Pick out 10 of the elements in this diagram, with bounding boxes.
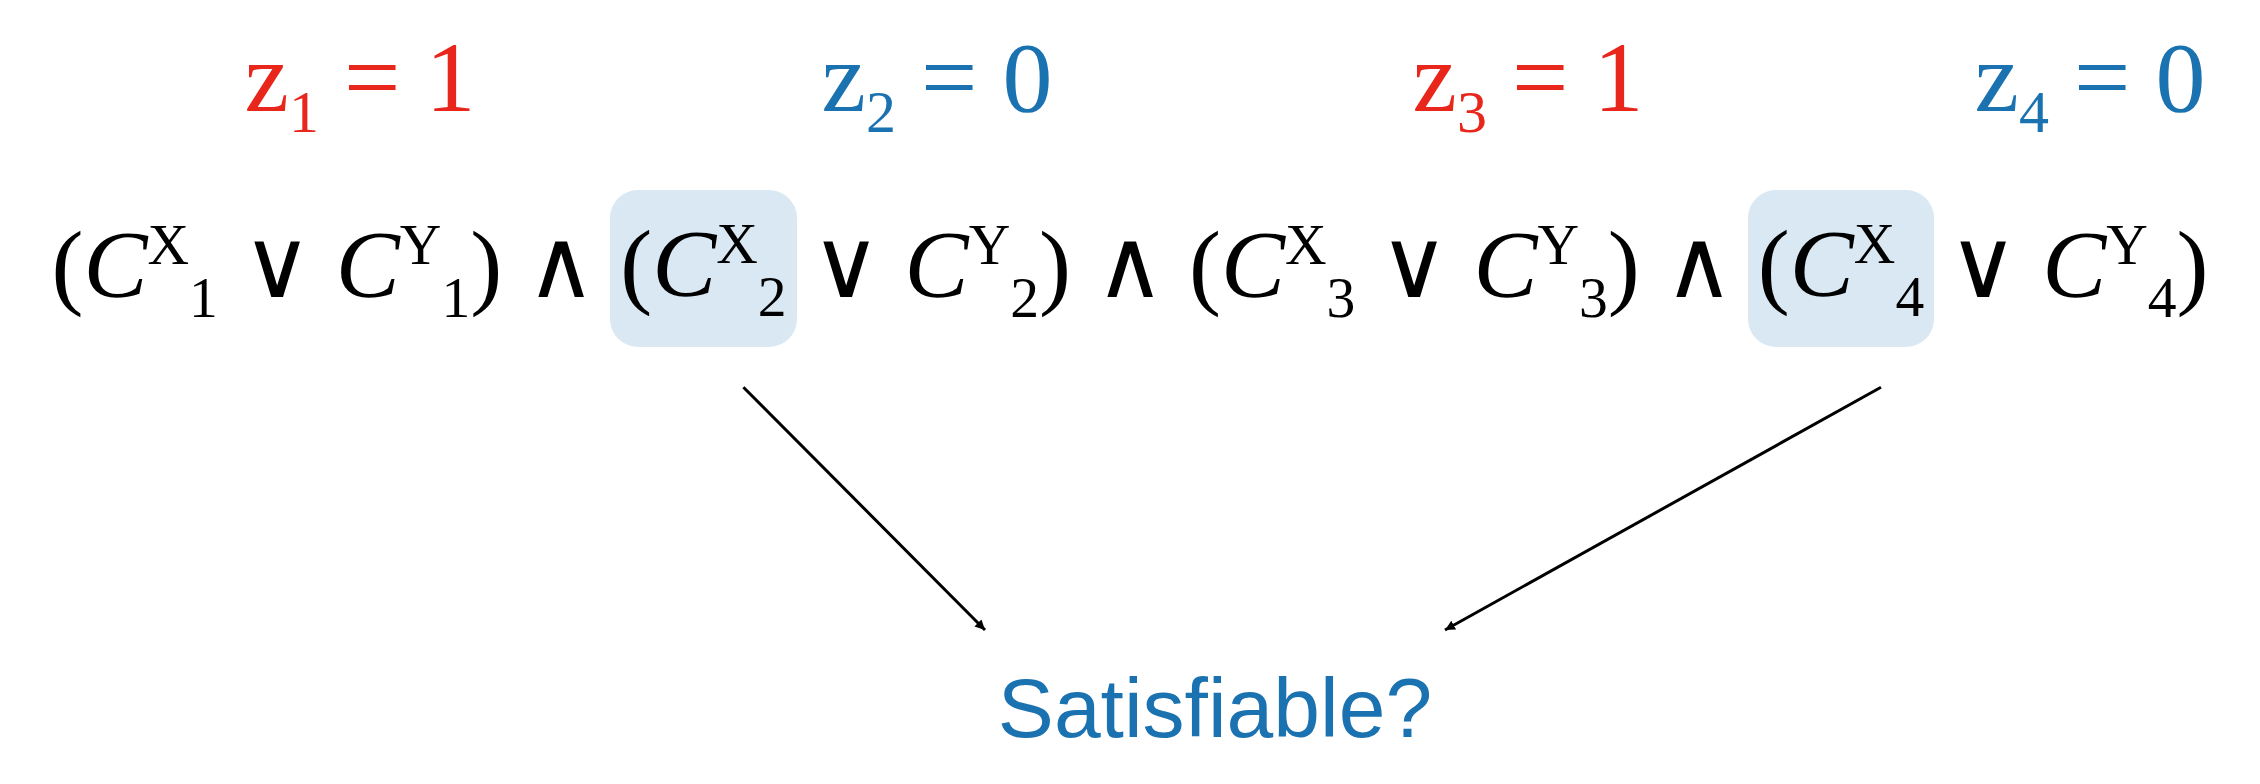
variable-assignment: z$_{3}$ = 1 <box>1412 21 1644 147</box>
variable-assignment: z$_{2}$ = 0 <box>821 21 1053 147</box>
arrow <box>742 386 987 632</box>
variable-assignment: z$_{4}$ = 0 <box>1974 21 2206 147</box>
formula-text: ∨ C$^{Y}$$_{4}$) <box>1948 209 2209 330</box>
formula-text: ∨ C$^{Y}$$_{2}$) ∧ (C$^{X}$$_{3}$ ∨ C$^{Y}$$_{3}$) ∧ <box>810 209 1734 330</box>
variable-assignment: z$_{1}$ = 1 <box>244 21 476 147</box>
question-text: Satisfiable? <box>997 660 1433 757</box>
arrow <box>1444 385 1882 632</box>
formula-text: (C$^{X}$$_{1}$ ∨ C$^{Y}$$_{1}$) ∧ <box>51 209 597 330</box>
